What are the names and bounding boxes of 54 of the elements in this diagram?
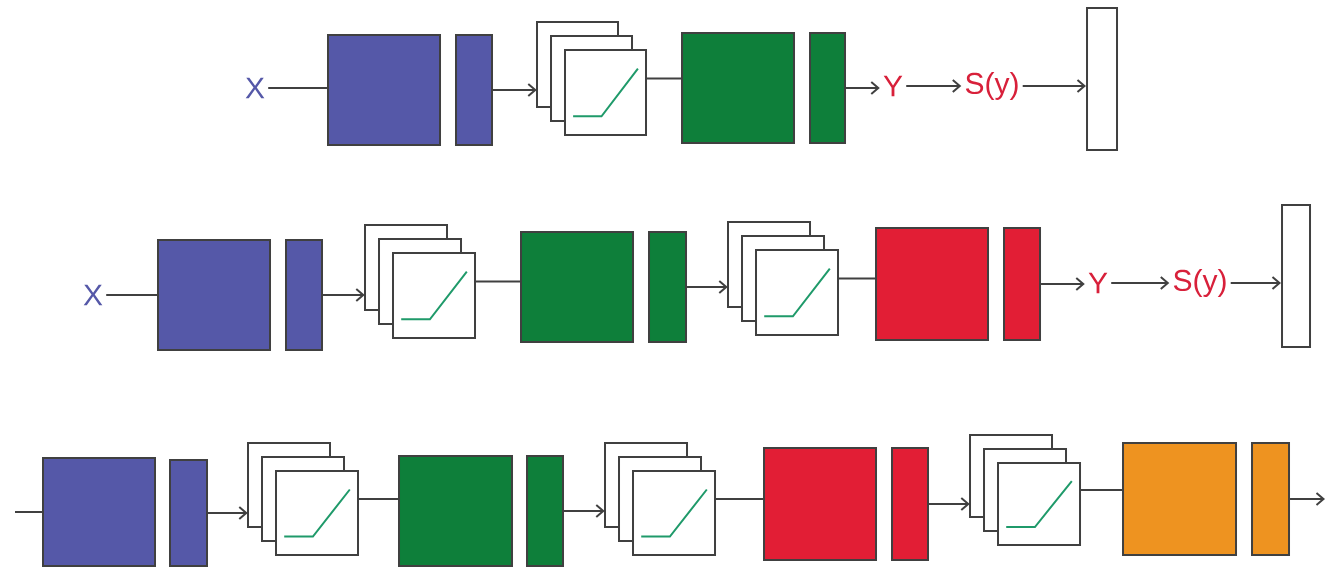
narrow-bar	[526, 455, 564, 567]
connector-line	[14, 511, 43, 513]
connector-line	[105, 294, 158, 296]
math-label: Y	[1088, 272, 1108, 294]
activation-drawing	[536, 21, 647, 136]
output-bar	[1281, 204, 1311, 348]
layer-box	[681, 32, 795, 144]
narrow-bar	[809, 32, 846, 144]
arrow	[845, 81, 880, 95]
connector-line	[267, 87, 328, 89]
activation-drawing	[364, 224, 476, 339]
connector-line	[645, 77, 682, 80]
layer-box	[875, 227, 989, 341]
arrow	[928, 497, 970, 511]
narrow-bar	[455, 34, 493, 146]
arrow	[905, 79, 962, 93]
activation-drawing	[727, 221, 839, 336]
layer-box	[327, 34, 441, 146]
output-bar	[1086, 7, 1118, 151]
arrow	[686, 280, 728, 294]
arrow	[1229, 276, 1281, 290]
narrow-bar	[169, 459, 208, 567]
math-label: Y	[883, 75, 903, 97]
connector-line	[357, 498, 399, 500]
math-label: X	[245, 77, 265, 99]
arrow	[1040, 277, 1085, 291]
layer-box	[763, 447, 877, 561]
narrow-bar	[648, 231, 687, 343]
connector-line	[837, 277, 876, 280]
layer-box	[1122, 442, 1237, 556]
arrow	[1110, 276, 1170, 290]
layer-box	[398, 455, 513, 567]
connector-line	[1079, 489, 1123, 491]
layer-box	[157, 239, 271, 351]
narrow-bar	[1251, 442, 1290, 556]
activation-drawing	[247, 442, 359, 556]
activation-drawing	[604, 442, 716, 556]
arrow	[1021, 79, 1086, 93]
layer-box	[42, 457, 156, 567]
narrow-bar	[285, 239, 323, 351]
math-label: X	[83, 284, 103, 306]
connector-line	[474, 280, 521, 283]
activation-drawing	[969, 434, 1081, 546]
layer-box	[520, 231, 634, 343]
arrow	[207, 506, 248, 520]
connector-line	[714, 498, 764, 500]
narrow-bar	[891, 447, 929, 561]
narrow-bar	[1003, 227, 1041, 341]
math-label: S(y)	[1173, 269, 1226, 297]
arrow	[322, 288, 365, 302]
arrow	[492, 83, 537, 97]
math-label: S(y)	[965, 72, 1018, 100]
arrow	[1289, 492, 1325, 506]
arrow	[563, 504, 605, 518]
